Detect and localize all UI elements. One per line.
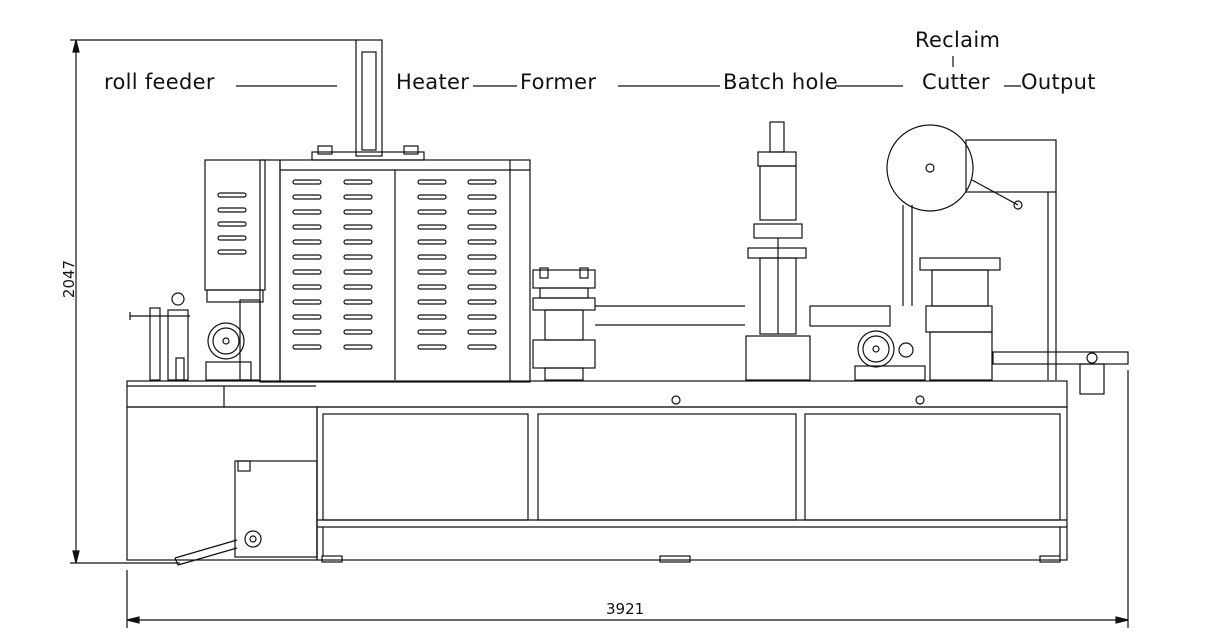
batch-hole-press — [745, 121, 891, 381]
reclaim-label: Reclaim — [915, 28, 1001, 52]
vent-slot — [343, 314, 373, 320]
motor-box — [174, 460, 318, 566]
vent-slot — [292, 284, 322, 290]
heater-vents — [217, 179, 497, 350]
vent-slot — [343, 329, 373, 335]
vent-slot — [292, 299, 322, 305]
heater-slot — [217, 235, 247, 241]
heater-slot — [217, 249, 247, 255]
vent-slot — [343, 254, 373, 260]
vent-slot — [417, 269, 447, 275]
roll-feeder-label: roll feeder — [104, 70, 215, 94]
vent-slot — [292, 224, 322, 230]
vent-slot — [417, 254, 447, 260]
batch-hole-label: Batch hole — [723, 70, 838, 94]
vent-slot — [343, 239, 373, 245]
vent-slot — [292, 239, 322, 245]
vent-slot — [292, 194, 322, 200]
vent-slot — [343, 179, 373, 185]
vent-slot — [292, 269, 322, 275]
overall-height-dimension: 2047 — [60, 259, 79, 299]
vent-slot — [467, 329, 497, 335]
cutter-unit — [854, 124, 1057, 381]
vent-slot — [417, 329, 447, 335]
vent-slot — [343, 299, 373, 305]
vent-slot — [417, 224, 447, 230]
heater-slot — [217, 221, 247, 227]
overall-width-dimension: 3921 — [606, 600, 645, 618]
vent-slot — [417, 284, 447, 290]
vent-slot — [343, 344, 373, 350]
vent-slot — [467, 209, 497, 215]
vent-slot — [417, 314, 447, 320]
former-label: Former — [520, 70, 597, 94]
vent-slot — [417, 344, 447, 350]
vent-slot — [343, 284, 373, 290]
vent-slot — [343, 224, 373, 230]
vent-slot — [467, 179, 497, 185]
vent-slot — [467, 299, 497, 305]
vent-slot — [467, 269, 497, 275]
leader-lines — [236, 56, 1021, 87]
vent-slot — [417, 239, 447, 245]
vent-slot — [467, 344, 497, 350]
vent-slot — [467, 314, 497, 320]
vent-slot — [292, 344, 322, 350]
vent-slot — [343, 269, 373, 275]
heater-slot — [217, 192, 247, 198]
vent-slot — [292, 314, 322, 320]
vent-slot — [292, 179, 322, 185]
heater-slot — [217, 207, 247, 213]
vent-slot — [417, 209, 447, 215]
cutter-label: Cutter — [922, 70, 990, 94]
dimension-width — [126, 370, 1129, 628]
vent-slot — [292, 254, 322, 260]
vent-slot — [467, 224, 497, 230]
former-unit — [532, 267, 745, 381]
vent-slot — [417, 194, 447, 200]
vent-slot — [467, 194, 497, 200]
vent-slot — [467, 239, 497, 245]
output-label: Output — [1021, 70, 1096, 94]
vent-slot — [343, 194, 373, 200]
roll-feeder — [129, 292, 261, 381]
vent-slot — [292, 329, 322, 335]
dimension-height — [70, 39, 356, 564]
base-frame — [126, 380, 1068, 563]
vent-slot — [292, 209, 322, 215]
vent-slot — [467, 284, 497, 290]
vent-slot — [343, 209, 373, 215]
heater-label: Heater — [396, 70, 470, 94]
heater-cabinet — [204, 39, 531, 383]
output-conveyor — [992, 351, 1129, 395]
vent-slot — [417, 299, 447, 305]
vent-slot — [417, 179, 447, 185]
vent-slot — [467, 254, 497, 260]
